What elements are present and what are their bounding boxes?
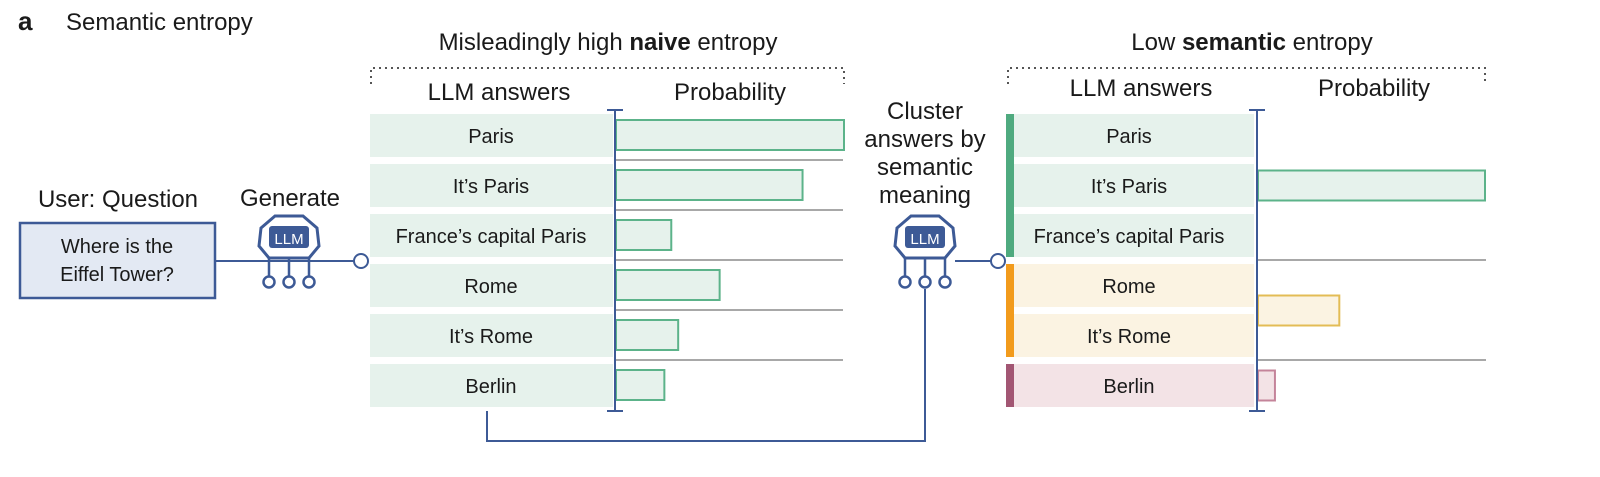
cluster-line-2: answers by	[864, 126, 985, 153]
cluster-marker	[1006, 264, 1014, 357]
question-line-1: Where is the	[61, 236, 173, 258]
question-line-2: Eiffel Tower?	[60, 264, 174, 286]
cluster-line-3: semantic	[877, 154, 973, 181]
naive-col-answers: LLM answers	[428, 79, 571, 106]
question-box	[18, 221, 217, 300]
semantic-connector-node	[990, 253, 1006, 269]
semantic-cluster-markers	[1006, 114, 1014, 407]
semantic-heading: Low semantic entropy	[1131, 29, 1372, 56]
naive-probability-bar	[615, 169, 804, 201]
feedback-connector	[486, 289, 926, 442]
naive-answer-cell	[370, 364, 613, 407]
naive-probability-bar	[615, 319, 680, 351]
semantic-answer-cell	[1014, 214, 1254, 257]
generate-llm-icon-text: LLM	[274, 231, 303, 248]
naive-probability-bar	[615, 269, 721, 301]
generate-label: Generate	[240, 185, 340, 212]
naive-col-probability: Probability	[674, 79, 786, 106]
naive-bracket	[370, 67, 845, 84]
semantic-col-answers: LLM answers	[1070, 75, 1213, 102]
naive-heading-pre: Misleadingly high	[439, 29, 630, 56]
generate-llm-icon: LLM	[257, 214, 321, 289]
semantic-answer-text: It’s Rome	[1087, 326, 1171, 348]
naive-answer-cell	[370, 314, 613, 357]
naive-answer-text: It’s Rome	[449, 326, 533, 348]
semantic-answer-text: Rome	[1102, 276, 1155, 298]
semantic-answer-cell	[1014, 314, 1254, 357]
semantic-heading-pre: Low	[1131, 29, 1182, 56]
naive-answer-cell	[370, 164, 613, 207]
semantic-answer-cell	[1014, 264, 1254, 307]
semantic-bracket	[1007, 67, 1486, 84]
cluster-marker	[1006, 114, 1014, 257]
user-question-label: User: Question	[38, 186, 198, 213]
naive-answer-cell	[370, 264, 613, 307]
naive-heading: Misleadingly high naive entropy	[439, 29, 778, 56]
semantic-probability-axis	[1249, 109, 1265, 412]
naive-probability-axis	[607, 109, 623, 412]
semantic-answer-cell	[1014, 114, 1254, 157]
naive-answer-text: It’s Paris	[453, 176, 529, 198]
semantic-probability-bar	[1257, 369, 1276, 402]
semantic-answer-text: France’s capital Paris	[1034, 226, 1225, 248]
naive-heading-post: entropy	[691, 29, 778, 56]
naive-answer-cell	[370, 114, 613, 157]
naive-heading-bold: naive	[629, 29, 690, 56]
semantic-answer-text: Paris	[1106, 126, 1152, 148]
semantic-probability-bars	[1257, 169, 1486, 402]
naive-answer-text: Rome	[464, 276, 517, 298]
cluster-line-4: meaning	[879, 182, 971, 209]
naive-answer-text: Paris	[468, 126, 514, 148]
cluster-line-1: Cluster	[887, 98, 963, 125]
panel-title: Semantic entropy	[66, 9, 253, 36]
naive-connector-node	[353, 253, 369, 269]
semantic-answer-text: Berlin	[1103, 376, 1154, 398]
semantic-answer-cell	[1014, 364, 1254, 407]
cluster-marker	[1006, 364, 1014, 407]
semantic-answer-text: It’s Paris	[1091, 176, 1167, 198]
cluster-llm-icon: LLM	[893, 214, 957, 289]
naive-probability-bar	[615, 219, 673, 251]
naive-probability-bar	[615, 369, 666, 401]
semantic-probability-bar	[1257, 169, 1486, 202]
semantic-probability-bar	[1257, 294, 1341, 327]
naive-probability-bars	[615, 119, 845, 401]
semantic-col-probability: Probability	[1318, 75, 1430, 102]
naive-answer-text: Berlin	[465, 376, 516, 398]
naive-probability-bar	[615, 119, 845, 151]
semantic-answer-cell	[1014, 164, 1254, 207]
semantic-heading-post: entropy	[1286, 29, 1373, 56]
naive-answer-cell	[370, 214, 613, 257]
cluster-llm-icon-text: LLM	[910, 231, 939, 248]
semantic-heading-bold: semantic	[1182, 29, 1286, 56]
panel-letter: a	[18, 6, 33, 36]
naive-answer-text: France’s capital Paris	[396, 226, 587, 248]
